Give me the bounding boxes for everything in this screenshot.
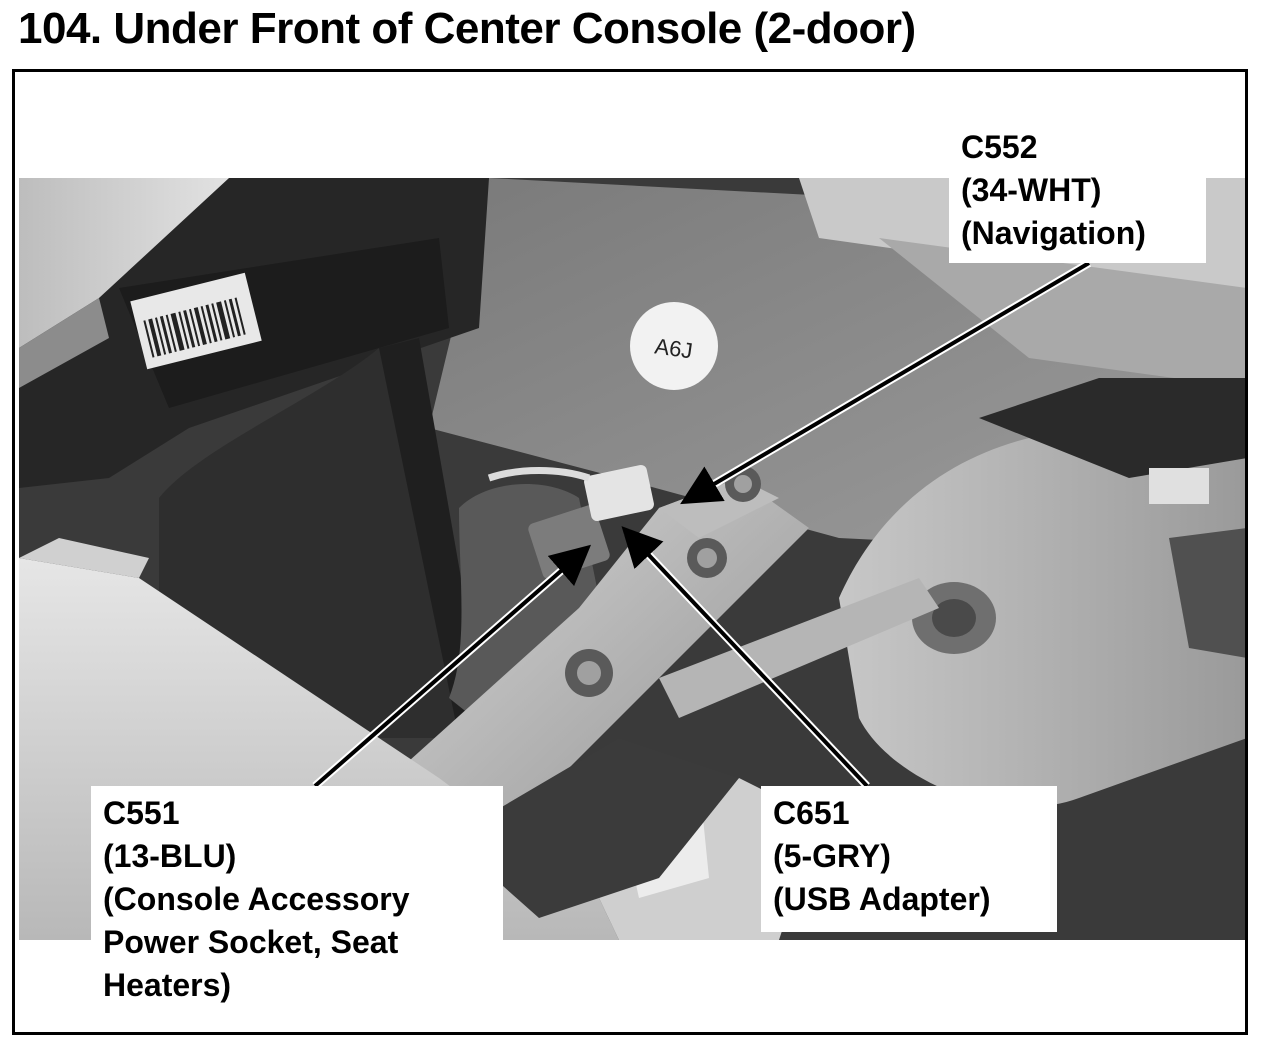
c552-connector-id: C552 — [961, 129, 1038, 165]
c552-function: (Navigation) — [961, 215, 1146, 251]
page-title: 104. Under Front of Center Console (2-do… — [18, 4, 916, 53]
callout-c651: C651 (5-GRY) (USB Adapter) — [761, 786, 1057, 932]
callout-c551: C551 (13-BLU) (Console Accessory Power S… — [91, 786, 503, 1031]
figure-frame: A6J — [12, 69, 1248, 1035]
c651-connector-id: C651 — [773, 795, 850, 831]
c651-function: (USB Adapter) — [773, 881, 991, 917]
c551-function-line3: Heaters) — [103, 967, 232, 1003]
c551-connector-id: C551 — [103, 795, 180, 831]
c552-wire-spec: (34-WHT) — [961, 172, 1102, 208]
c551-wire-spec: (13-BLU) — [103, 838, 237, 874]
c551-function-line2: Power Socket, Seat — [103, 924, 399, 960]
callout-c552: C552 (34-WHT) (Navigation) — [949, 120, 1206, 263]
c551-function-line1: (Console Accessory — [103, 881, 410, 917]
c651-wire-spec: (5-GRY) — [773, 838, 891, 874]
sticker-label: A6J — [653, 333, 694, 363]
